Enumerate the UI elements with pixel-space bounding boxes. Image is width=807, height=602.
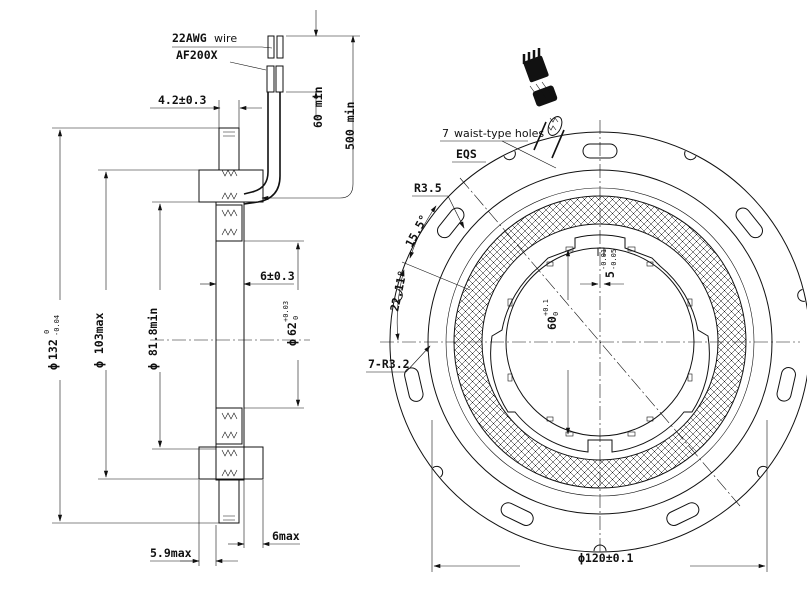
winding-top <box>215 204 243 242</box>
tab-bottom <box>218 478 240 524</box>
housing-top <box>198 169 264 203</box>
tab-top <box>218 127 240 171</box>
wire-gauge-label: 22AWG <box>172 31 207 45</box>
front-view: 7 waist-type holes EQS R3.5 15.5° 22.11°… <box>366 48 807 572</box>
wire-sleeve-2 <box>276 35 284 59</box>
radius-r35: R3.5 <box>414 181 442 195</box>
waist-slots <box>404 143 796 526</box>
dim-103: ϕ 103max <box>92 313 106 368</box>
winding-bottom <box>215 407 243 445</box>
outer-dia-label: ϕ120±0.1 <box>578 551 633 565</box>
dim-bottom-right: 6max <box>272 529 300 543</box>
keyway-tol-upper: -0.01 <box>600 249 608 270</box>
keyway-value: 5 <box>603 271 617 278</box>
dim-818: ϕ 81.8min <box>146 308 160 370</box>
dim-bore-value: 62 <box>285 322 299 336</box>
bore-value: 60 <box>545 316 559 330</box>
dim-outer-dia-prefix: ϕ <box>46 363 60 370</box>
wire-sleeve-1 <box>267 35 275 59</box>
dim-bottom-left: 5.9max <box>150 546 192 560</box>
dim-rotor-width: 6±0.3 <box>260 269 295 283</box>
wire-gauge-suffix: wire <box>214 32 237 45</box>
eqs-label: EQS <box>456 147 477 161</box>
cable <box>243 110 269 195</box>
angle-2211: 22.11° <box>387 269 409 313</box>
dim-bore-tol-upper: +0.03 <box>282 301 290 322</box>
connector-icon <box>522 48 558 107</box>
notches-label: 7-R3.2 <box>368 357 410 371</box>
holes-note-count: 7 <box>442 127 449 140</box>
rotor-strip <box>215 201 245 481</box>
dim-bore-prefix: ϕ <box>285 339 299 346</box>
angle-155: 15.5° <box>402 212 431 249</box>
wire-part-label: AF200X <box>176 48 218 62</box>
keyway-tol-lower: -0.05 <box>610 249 618 270</box>
wire-sleeve-3 <box>266 65 275 93</box>
dim-outer-dia-tol-lower: -0.04 <box>53 315 61 336</box>
housing-bottom <box>198 446 264 480</box>
dim-outer-dia-tol-upper: 0 <box>43 330 51 334</box>
dim-thickness: 4.2±0.3 <box>158 93 207 107</box>
side-view: 22AWG wire AF200X 4.2±0.3 60 min 500 min… <box>43 10 360 566</box>
dim-lead-long: 500 min <box>343 101 357 150</box>
bore-tol-lower: 0 <box>552 312 560 316</box>
wire-sleeve-4 <box>275 65 284 93</box>
holes-note-text: waist-type holes <box>454 127 544 140</box>
rotor-outline <box>490 234 710 453</box>
bore-tol-upper: +0.1 <box>542 299 550 316</box>
dim-outer-dia-value: 132 <box>46 339 60 360</box>
dim-lead-short: 60 min <box>311 86 325 128</box>
front-cable <box>533 121 565 159</box>
dim-bore-tol-lower: 0 <box>292 316 300 320</box>
